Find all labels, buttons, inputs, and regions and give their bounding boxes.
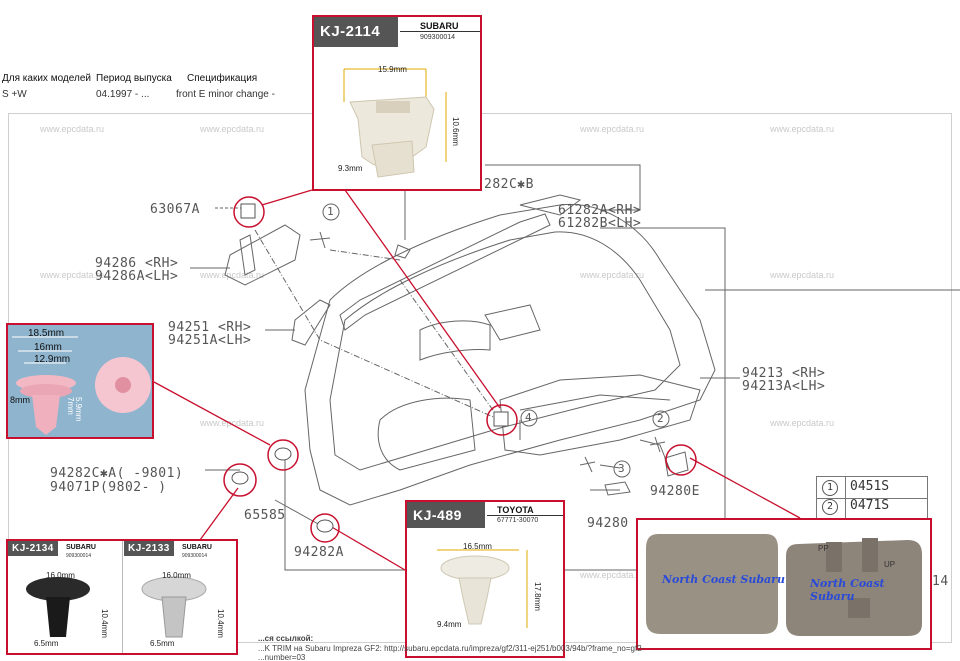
label-94280: 94280 bbox=[587, 516, 629, 531]
callout-kj-2114: KJ-2114 SUBARU 909300014 15.9mm 10.6mm 9… bbox=[312, 15, 482, 191]
dim-height: 10.4mm bbox=[100, 609, 109, 638]
callout-pink-clip: 18.5mm 16mm 12.9mm 8mm 7mm 5.9mm bbox=[6, 323, 154, 439]
cell-period: 04.1997 - ... bbox=[96, 89, 150, 100]
cap-photo bbox=[646, 534, 922, 636]
watermark-right: North Coast Subaru bbox=[810, 577, 885, 603]
part-code: KJ-2134 bbox=[8, 541, 58, 556]
dim-stem: 6.5mm bbox=[34, 639, 59, 648]
part-number: 909300014 bbox=[420, 34, 456, 41]
part-number: 67771-30070 bbox=[497, 517, 539, 524]
dim-base: 9.3mm bbox=[338, 164, 363, 173]
brand: SUBARU bbox=[420, 21, 459, 31]
callout-kj-489: KJ-489 TOYOTA 67771-30070 16.5mm 17.8mm … bbox=[405, 500, 565, 658]
label-94282c: 94282C✱A( -9801) bbox=[50, 466, 184, 481]
dim-height: 17.8mm bbox=[533, 582, 542, 611]
legend-num-2: 2 bbox=[822, 499, 838, 515]
watermark: www.epcdata.ru bbox=[40, 124, 105, 134]
cell-models: S +W bbox=[2, 89, 27, 100]
footer-title: ...ся ссылкой: bbox=[258, 634, 314, 643]
label-94286: 94286 <RH> bbox=[95, 256, 179, 271]
circle-num-2: 2 bbox=[657, 412, 665, 425]
cap-text-pp: PP bbox=[818, 544, 829, 553]
callout-cap-photo: North Coast Subaru North Coast Subaru PP… bbox=[636, 518, 932, 650]
brand: SUBARU bbox=[182, 544, 212, 551]
watermark: www.epcdata.ru bbox=[770, 270, 835, 280]
label-94251a: 94251A<LH> bbox=[168, 333, 252, 348]
dim-dia: 16.5mm bbox=[463, 542, 492, 551]
part-number: 909300014 bbox=[66, 553, 92, 559]
cell-spec: front E minor change - bbox=[176, 89, 275, 100]
clip-photo bbox=[343, 68, 447, 178]
watermark: www.epcdata.ru bbox=[770, 124, 835, 134]
cap-text-up: UP bbox=[884, 560, 896, 569]
watermark: www.epcdata.ru bbox=[580, 124, 645, 134]
col-header-spec: Спецификация bbox=[187, 73, 258, 84]
diagram-page-number: 14 bbox=[932, 574, 949, 589]
dim-stem: 9.4mm bbox=[437, 620, 462, 629]
label-61282a: 61282A<RH> bbox=[558, 203, 642, 218]
label-94251: 94251 <RH> bbox=[168, 320, 252, 335]
circle-num-3: 3 bbox=[618, 462, 626, 475]
part-number: 909300014 bbox=[182, 553, 208, 559]
dim-dia: 16.0mm bbox=[162, 571, 191, 580]
legend-num-1: 1 bbox=[822, 480, 838, 496]
highlight-circles bbox=[223, 196, 697, 543]
part-code: KJ-2114 bbox=[314, 17, 398, 47]
legend-code-2: 0471S bbox=[850, 498, 890, 513]
circle-num-1: 1 bbox=[327, 205, 335, 218]
dim-mid: 16mm bbox=[34, 342, 62, 353]
dim-outer: 18.5mm bbox=[28, 328, 65, 339]
label-282cb: 282C✱B bbox=[484, 177, 534, 192]
door-trim-outline bbox=[304, 203, 716, 506]
label-65585: 65585 bbox=[244, 508, 286, 523]
label-94213: 94213 <RH> bbox=[742, 366, 826, 381]
dim-height: 10.4mm bbox=[216, 609, 225, 638]
watermark: www.epcdata.ru bbox=[200, 270, 265, 280]
clip-photo bbox=[437, 549, 528, 628]
callout-kj-2134-2133: KJ-2134 SUBARU 909300014 16.0mm 10.4mm 6… bbox=[6, 539, 238, 655]
watermark: www.epcdata.ru bbox=[580, 270, 645, 280]
footer-link-end: ...number=03 bbox=[258, 653, 306, 661]
dim-side: 8mm bbox=[10, 395, 30, 405]
label-94071p: 94071P(9802- ) bbox=[50, 480, 167, 495]
watermark-left: North Coast Subaru bbox=[662, 573, 785, 586]
part-code: KJ-489 bbox=[407, 502, 485, 528]
label-94280e: 94280E bbox=[650, 484, 700, 499]
dim-stem-2: 5.9mm bbox=[74, 397, 83, 422]
legend-code-1: 0451S bbox=[850, 479, 890, 494]
dim-inner: 12.9mm bbox=[34, 354, 71, 365]
circle-num-4: 4 bbox=[525, 411, 533, 424]
watermark: www.epcdata.ru bbox=[200, 418, 265, 428]
dim-height: 10.6mm bbox=[451, 117, 460, 146]
label-94286a: 94286A<LH> bbox=[95, 269, 179, 284]
watermark: www.epcdata.ru bbox=[770, 418, 835, 428]
watermark: www.epcdata.ru bbox=[580, 570, 645, 580]
clip-grey: KJ-2133 SUBARU 909300014 16.0mm 10.4mm 6… bbox=[124, 541, 236, 653]
brand: SUBARU bbox=[66, 544, 96, 551]
footer-link[interactable]: ...K TRIM на Subaru Impreza GF2: http://… bbox=[258, 644, 645, 653]
dim-stem: 7mm bbox=[66, 397, 75, 415]
label-94213a: 94213A<LH> bbox=[742, 379, 826, 394]
dim-stem: 6.5mm bbox=[150, 639, 175, 648]
label-61282b: 61282B<LH> bbox=[558, 216, 642, 231]
col-header-period: Период выпуска bbox=[96, 73, 172, 84]
dim-dia: 16.0mm bbox=[46, 571, 75, 580]
watermark: www.epcdata.ru bbox=[40, 270, 105, 280]
dim-width: 15.9mm bbox=[378, 65, 407, 74]
col-header-models: Для каких моделей bbox=[2, 73, 91, 84]
watermark: www.epcdata.ru bbox=[200, 124, 265, 134]
label-63067a: 63067A bbox=[150, 202, 200, 217]
brand: TOYOTA bbox=[497, 505, 534, 515]
label-94282a: 94282A bbox=[294, 545, 344, 560]
part-code: KJ-2133 bbox=[124, 541, 174, 556]
clip-black: KJ-2134 SUBARU 909300014 16.0mm 10.4mm 6… bbox=[8, 541, 123, 653]
callout-lines bbox=[153, 189, 801, 571]
pink-clip-photo bbox=[8, 325, 152, 437]
